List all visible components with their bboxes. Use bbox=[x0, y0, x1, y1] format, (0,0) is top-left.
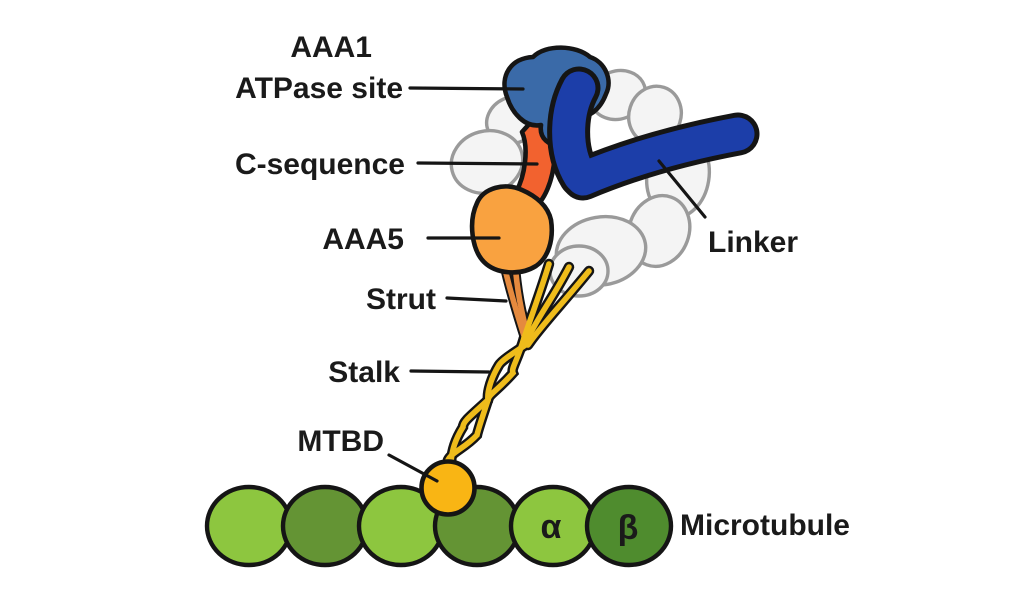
strut-leader bbox=[445, 296, 508, 303]
linker-fill bbox=[552, 71, 755, 196]
linker-label: Linker bbox=[708, 226, 798, 259]
stalk-strand bbox=[525, 268, 592, 348]
c-sequence-label: C-sequence bbox=[235, 148, 405, 181]
beta-tubulin-label: β bbox=[618, 509, 639, 547]
text-labels: AAA1 ATPase site C-sequence AAA5 Strut S… bbox=[235, 31, 850, 542]
mtbd-label: MTBD bbox=[297, 425, 384, 458]
stalk-strand bbox=[523, 264, 572, 345]
atpase-site-label: ATPase site bbox=[235, 72, 403, 105]
linker-shape bbox=[547, 66, 760, 201]
stalk-and-strut bbox=[442, 255, 595, 468]
stalk-leader bbox=[409, 369, 491, 374]
mtbd-leader bbox=[387, 453, 439, 483]
stalk-label: Stalk bbox=[328, 356, 400, 389]
aaa1-label: AAA1 bbox=[290, 31, 372, 64]
alpha-tubulin-label: α bbox=[541, 508, 562, 546]
atpase-site-leader bbox=[408, 86, 525, 91]
stalk-strand bbox=[445, 339, 533, 463]
tubulin-subunit-beta bbox=[584, 484, 674, 568]
leader-lines bbox=[387, 86, 707, 483]
mtbd-shape bbox=[419, 459, 477, 517]
strut-label: Strut bbox=[366, 283, 436, 316]
stalk-strand bbox=[521, 261, 552, 341]
tubulin-subunit bbox=[204, 484, 294, 568]
aaa5-label: AAA5 bbox=[322, 223, 404, 256]
microtubule-label: Microtubule bbox=[680, 509, 850, 542]
linker-leader bbox=[657, 159, 707, 219]
c-sequence-leader bbox=[416, 161, 539, 166]
aaa5-domain-shape bbox=[469, 184, 555, 275]
tubulin-subunit bbox=[280, 484, 370, 568]
microtubule-row: α β bbox=[204, 484, 674, 568]
